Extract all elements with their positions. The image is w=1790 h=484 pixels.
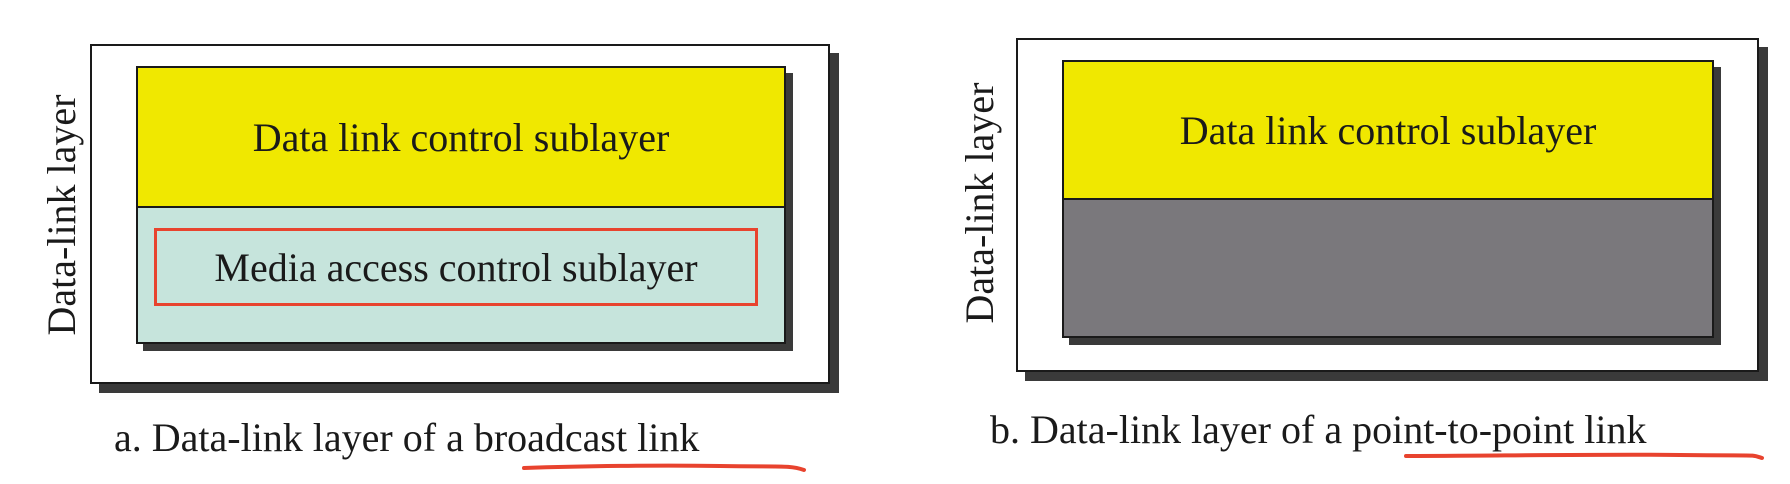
data-link-control-sublayer-b-label: Data link control sublayer [1179, 107, 1597, 153]
point-to-point-link-underline [1404, 452, 1764, 460]
empty-mac-sublayer [1062, 198, 1714, 338]
panel-b-caption-prefix: b. Data-link layer of a [990, 407, 1353, 452]
panel-a-side-label: Data-link layer [39, 94, 84, 336]
media-access-control-sublayer-label: Media access control sublayer [214, 244, 698, 290]
data-link-control-sublayer-a-label: Data link control sublayer [252, 114, 670, 160]
data-link-control-sublayer-b: Data link control sublayer [1062, 60, 1714, 200]
panel-a-caption-highlight: broadcast link [473, 415, 700, 460]
panel-a-caption-prefix: a. Data-link layer of a [114, 415, 474, 460]
broadcast-link-underline [522, 463, 806, 472]
panel-a-caption: a. Data-link layer of a broadcast link [114, 418, 699, 458]
panel-b-side-label: Data-link layer [957, 82, 1002, 324]
data-link-control-sublayer-a: Data link control sublayer [136, 66, 786, 208]
panel-b-caption-highlight: point-to-point link [1352, 407, 1647, 452]
panel-b-caption: b. Data-link layer of a point-to-point l… [990, 410, 1647, 450]
mac-highlight-box: Media access control sublayer [154, 228, 758, 306]
